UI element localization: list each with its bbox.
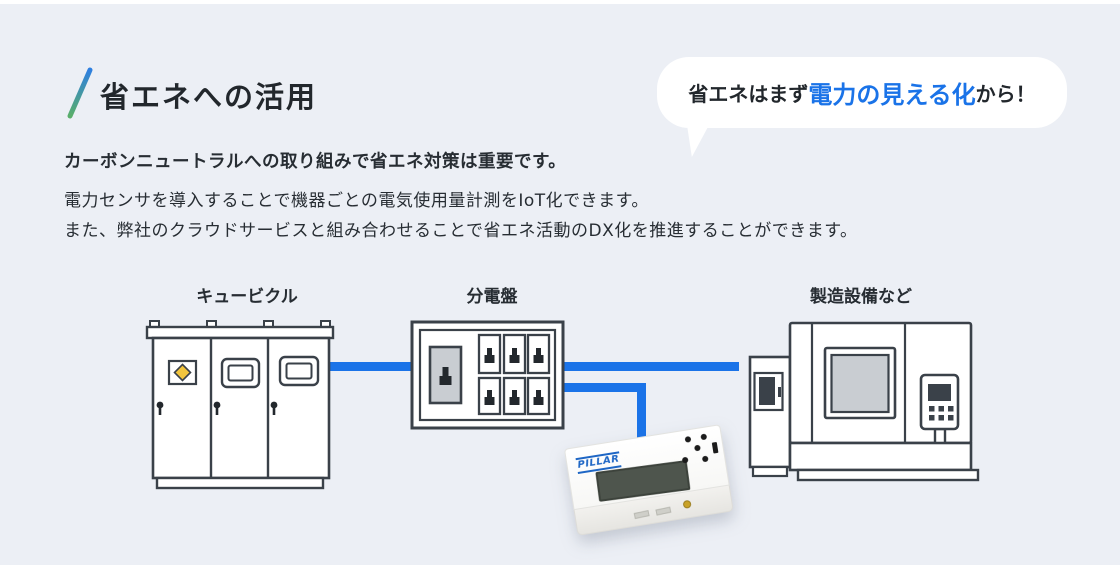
label-cubicle: キュービクル	[196, 287, 298, 307]
speech-bubble-highlight: 電力の見える化	[808, 81, 976, 109]
speech-bubble: 省エネはまず電力の見える化から！	[657, 57, 1067, 128]
label-distribution-board: 分電盤	[466, 287, 518, 307]
diagram-illustration	[145, 320, 980, 490]
speech-bubble-prefix: 省エネはまず	[688, 82, 809, 106]
speech-bubble-suffix: から！	[975, 82, 1036, 106]
power-sensor-device: PILLAR	[563, 424, 734, 536]
machine-illustration	[748, 321, 980, 482]
power-sensor-body: PILLAR	[563, 416, 736, 545]
connector-lines	[329, 362, 739, 444]
distribution-board-illustration	[410, 320, 565, 430]
sensor-terminal	[655, 506, 672, 516]
page-title: 省エネへの活用	[100, 80, 318, 114]
sensor-terminal	[633, 510, 650, 520]
cubicle-illustration	[145, 320, 335, 490]
intro-lead-text: カーボンニュートラルへの取り組みで省エネ対策は重要です。	[64, 152, 567, 172]
intro-line2-text: 電力センサを導入することで機器ごとの電気使用量計測をIoT化できます。	[64, 191, 649, 211]
heading-slash-icon	[64, 66, 96, 120]
label-manufacturing-equipment: 製造設備など	[810, 287, 912, 307]
energy-saving-section: 省エネへの活用 省エネはまず電力の見える化から！ カーボンニュートラルへの取り組…	[0, 4, 1120, 565]
sensor-antenna-connector	[682, 499, 692, 509]
intro-line3-text: また、弊社のクラウドサービスと組み合わせることで省エネ活動のDX化を推進すること…	[64, 221, 858, 241]
